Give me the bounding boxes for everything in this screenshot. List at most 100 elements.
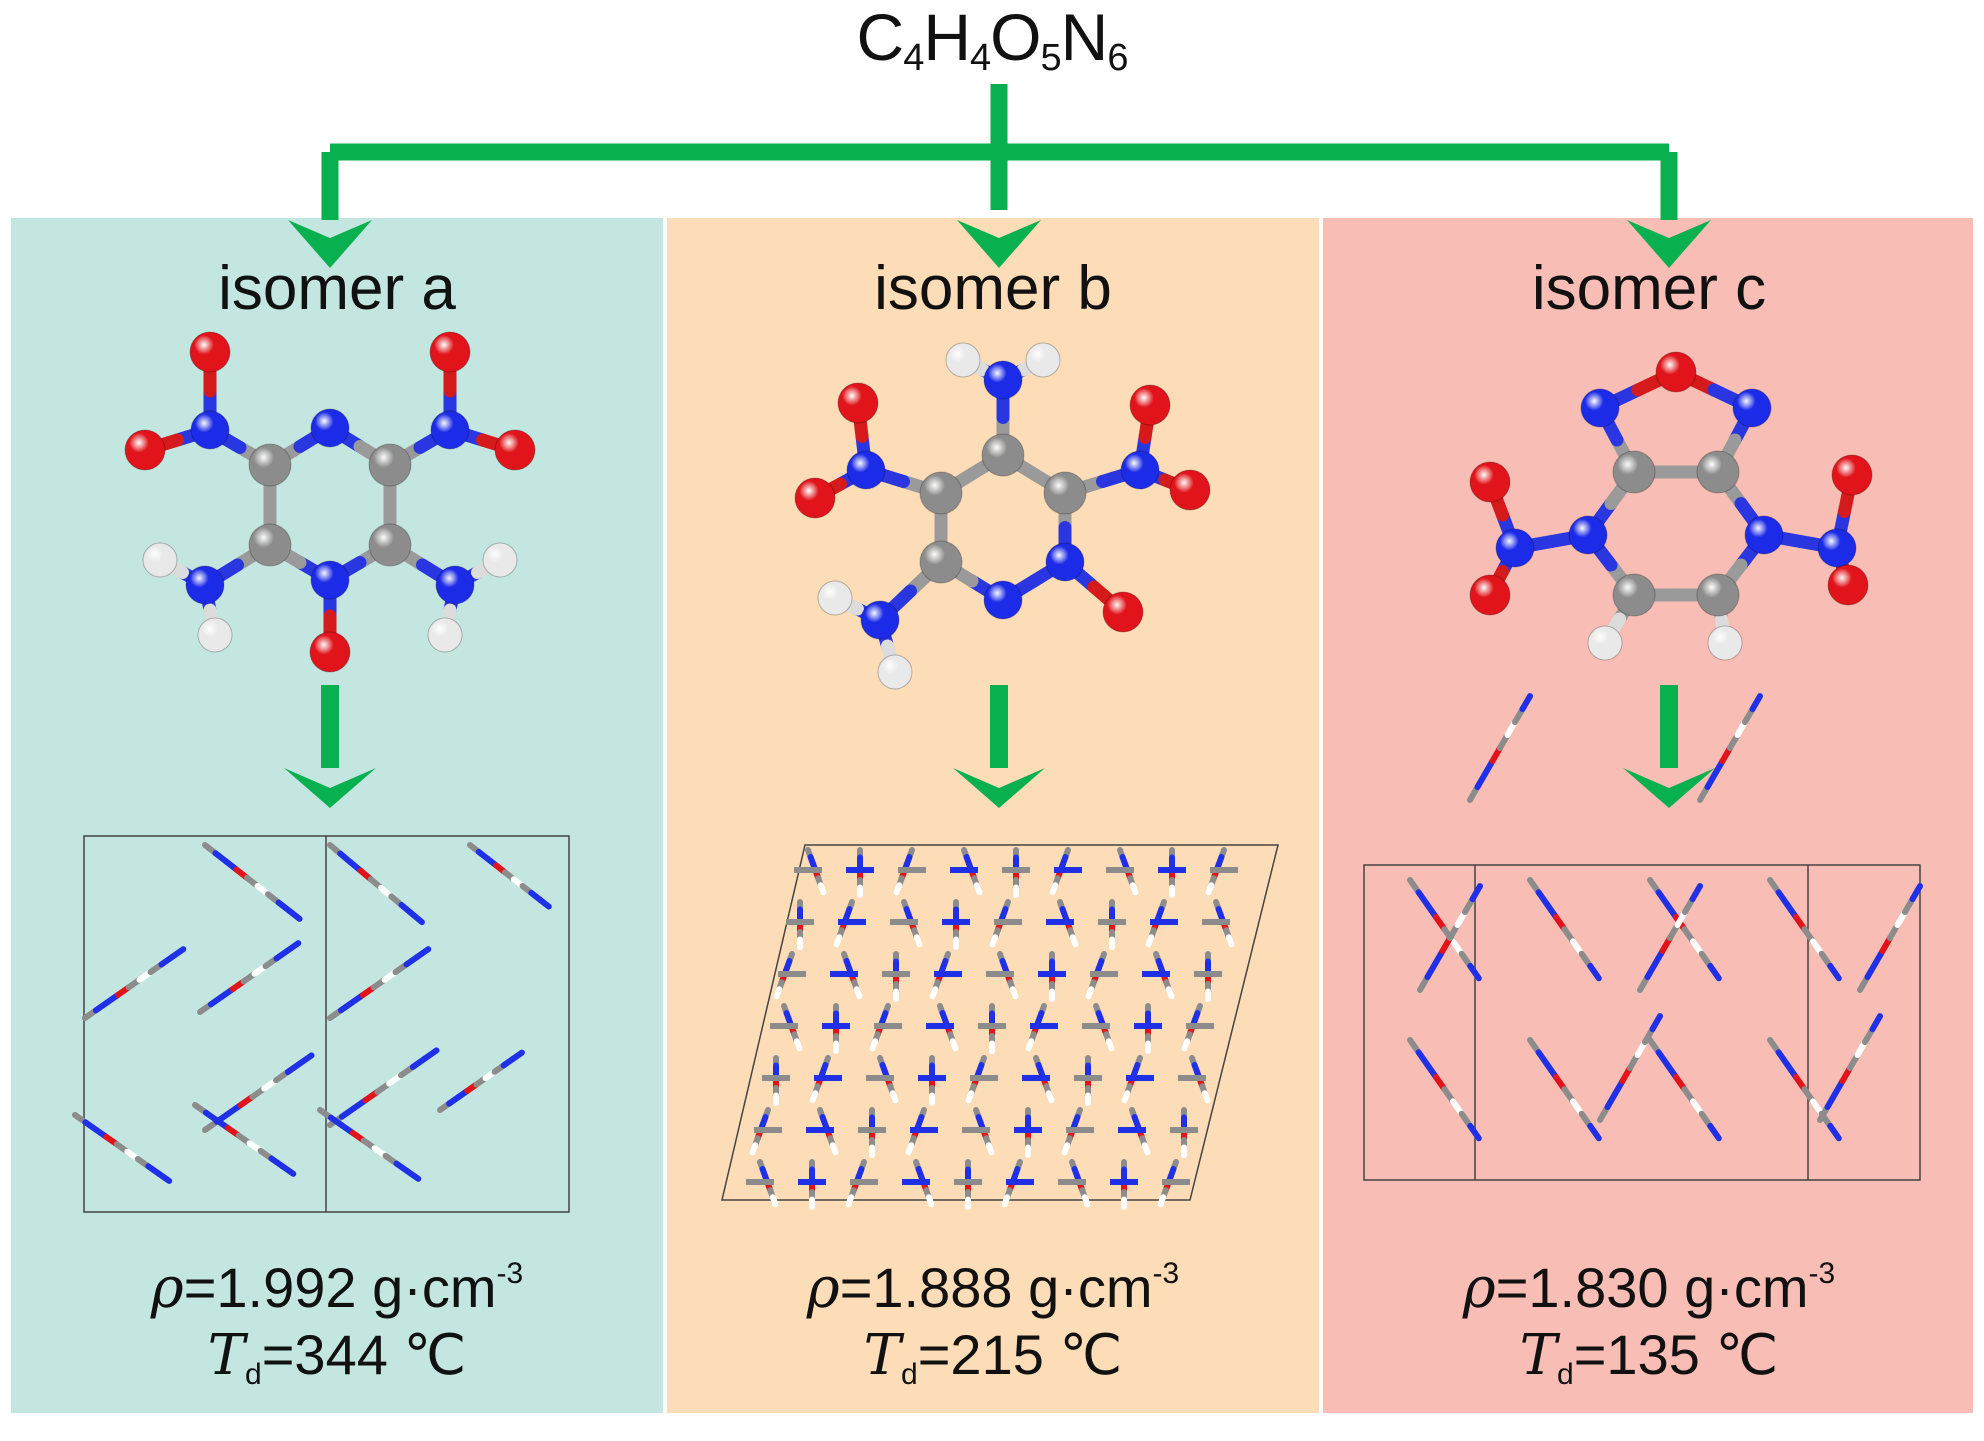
isomer-a-decomposition-temp: Td=344 ℃ bbox=[207, 1323, 467, 1392]
crystal-bond bbox=[1869, 1013, 1883, 1033]
atom-N bbox=[185, 565, 225, 605]
crystal-bond bbox=[1045, 1090, 1055, 1104]
crystal-bond bbox=[279, 1163, 297, 1177]
atom-C bbox=[1612, 450, 1656, 494]
atom-C bbox=[919, 471, 963, 515]
atom-N bbox=[1495, 528, 1535, 568]
crystal-bond bbox=[1049, 882, 1059, 896]
crystal-bond bbox=[853, 986, 863, 1000]
atom-N bbox=[190, 410, 230, 450]
crystal-bond bbox=[965, 1090, 975, 1104]
isomer-b-density: ρ=1.888 g·cm-3 bbox=[806, 1256, 1180, 1321]
crystal-bond bbox=[1121, 1090, 1131, 1104]
atom-N bbox=[983, 360, 1023, 400]
crystal-bond bbox=[773, 986, 783, 1000]
atom-O bbox=[494, 429, 536, 471]
atom-C bbox=[1612, 573, 1656, 617]
crystal-bond bbox=[1707, 963, 1722, 982]
crystal-bond bbox=[1201, 1090, 1211, 1104]
atom-C bbox=[368, 443, 412, 487]
crystal-bond bbox=[925, 1194, 935, 1208]
crystal-bond bbox=[973, 882, 983, 896]
atom-N bbox=[846, 450, 886, 490]
unit-cell bbox=[721, 844, 1279, 1201]
crystal-bond bbox=[1129, 882, 1139, 896]
atom-O bbox=[124, 429, 166, 471]
crystal-bond bbox=[985, 1142, 995, 1156]
crystal-packing bbox=[1363, 693, 1923, 1181]
crystal-bond bbox=[155, 1170, 173, 1184]
formula-o: O bbox=[990, 0, 1041, 74]
atom-O bbox=[1827, 564, 1869, 606]
atom-O bbox=[1169, 469, 1211, 511]
atom-O bbox=[837, 382, 879, 424]
crystal-bond bbox=[1061, 1142, 1071, 1156]
crystal-packing bbox=[721, 844, 1279, 1210]
formula-c: C bbox=[856, 0, 905, 74]
crystal-structures bbox=[72, 693, 1923, 1213]
isomer-b-title: isomer b bbox=[874, 254, 1112, 323]
crystal-bond bbox=[905, 1142, 915, 1156]
atom-O bbox=[1469, 574, 1511, 616]
atom-C bbox=[1696, 573, 1740, 617]
crystal-bond bbox=[1009, 986, 1019, 1000]
atom-C bbox=[1696, 450, 1740, 494]
isomer-a-properties: ρ=1.992 g·cm-3 Td=344 ℃ bbox=[11, 1255, 663, 1392]
arrow-down-icon bbox=[953, 768, 1045, 808]
crystal-bond bbox=[889, 1090, 899, 1104]
atom-H bbox=[142, 542, 178, 578]
crystal-bond bbox=[1025, 1038, 1035, 1052]
crystal-bond bbox=[1827, 1123, 1842, 1142]
molecule-ball-and-stick bbox=[1469, 351, 1873, 661]
crystal-bond bbox=[509, 1049, 525, 1063]
atom-N bbox=[1580, 388, 1620, 428]
crystal-bond bbox=[1587, 1123, 1602, 1142]
arrow-down-icon bbox=[1627, 220, 1711, 268]
atom-H bbox=[1587, 625, 1623, 661]
atom-O bbox=[189, 331, 231, 373]
isomer-c-title: isomer c bbox=[1531, 254, 1767, 323]
atom-C bbox=[368, 523, 412, 567]
arrow-down-icon bbox=[284, 768, 376, 808]
crystal-bond bbox=[793, 1038, 803, 1052]
atom-H bbox=[877, 654, 913, 690]
formula-h-count: 4 bbox=[970, 37, 991, 79]
crystal-bond bbox=[414, 946, 432, 960]
crystal-bond bbox=[1081, 1194, 1091, 1208]
crystal-bond bbox=[1467, 1123, 1482, 1142]
atom-N bbox=[310, 408, 350, 448]
crystal-bond bbox=[296, 1052, 315, 1067]
flow-arrows bbox=[284, 84, 1715, 808]
atom-O bbox=[1129, 384, 1171, 426]
crystal-bond bbox=[809, 1090, 819, 1104]
isomer-b-properties: ρ=1.888 g·cm-3 Td=215 ℃ bbox=[667, 1255, 1319, 1392]
crystal-bond bbox=[408, 910, 425, 926]
atom-N bbox=[1732, 388, 1772, 428]
crystal-bond bbox=[1085, 986, 1095, 1000]
atom-O bbox=[429, 331, 471, 373]
crystal-bond bbox=[817, 882, 827, 896]
crystal-bond bbox=[1225, 934, 1235, 948]
crystal-bond bbox=[833, 934, 843, 948]
isomer-b-decomposition-temp: Td=215 ℃ bbox=[863, 1323, 1123, 1392]
formula-n: N bbox=[1060, 0, 1109, 74]
crystal-bond bbox=[869, 1038, 879, 1052]
atom-C bbox=[1043, 471, 1087, 515]
molecule-ball-and-stick bbox=[124, 331, 536, 673]
atom-N bbox=[1568, 515, 1608, 555]
atom-O bbox=[309, 631, 351, 673]
atom-C bbox=[248, 443, 292, 487]
atom-C bbox=[981, 433, 1025, 477]
formula-h: H bbox=[923, 0, 971, 74]
molecular-formula: C4H4O5N6 bbox=[0, 4, 1984, 77]
crystal-bond bbox=[1909, 883, 1923, 903]
atom-N bbox=[1817, 528, 1857, 568]
crystal-bond bbox=[929, 986, 939, 1000]
crystal-bond bbox=[1205, 882, 1215, 896]
atom-O bbox=[1655, 351, 1697, 393]
isomer-a-density: ρ=1.992 g·cm-3 bbox=[150, 1256, 524, 1321]
atom-H bbox=[945, 342, 981, 378]
isomer-c-density: ρ=1.830 g·cm-3 bbox=[1462, 1256, 1836, 1321]
